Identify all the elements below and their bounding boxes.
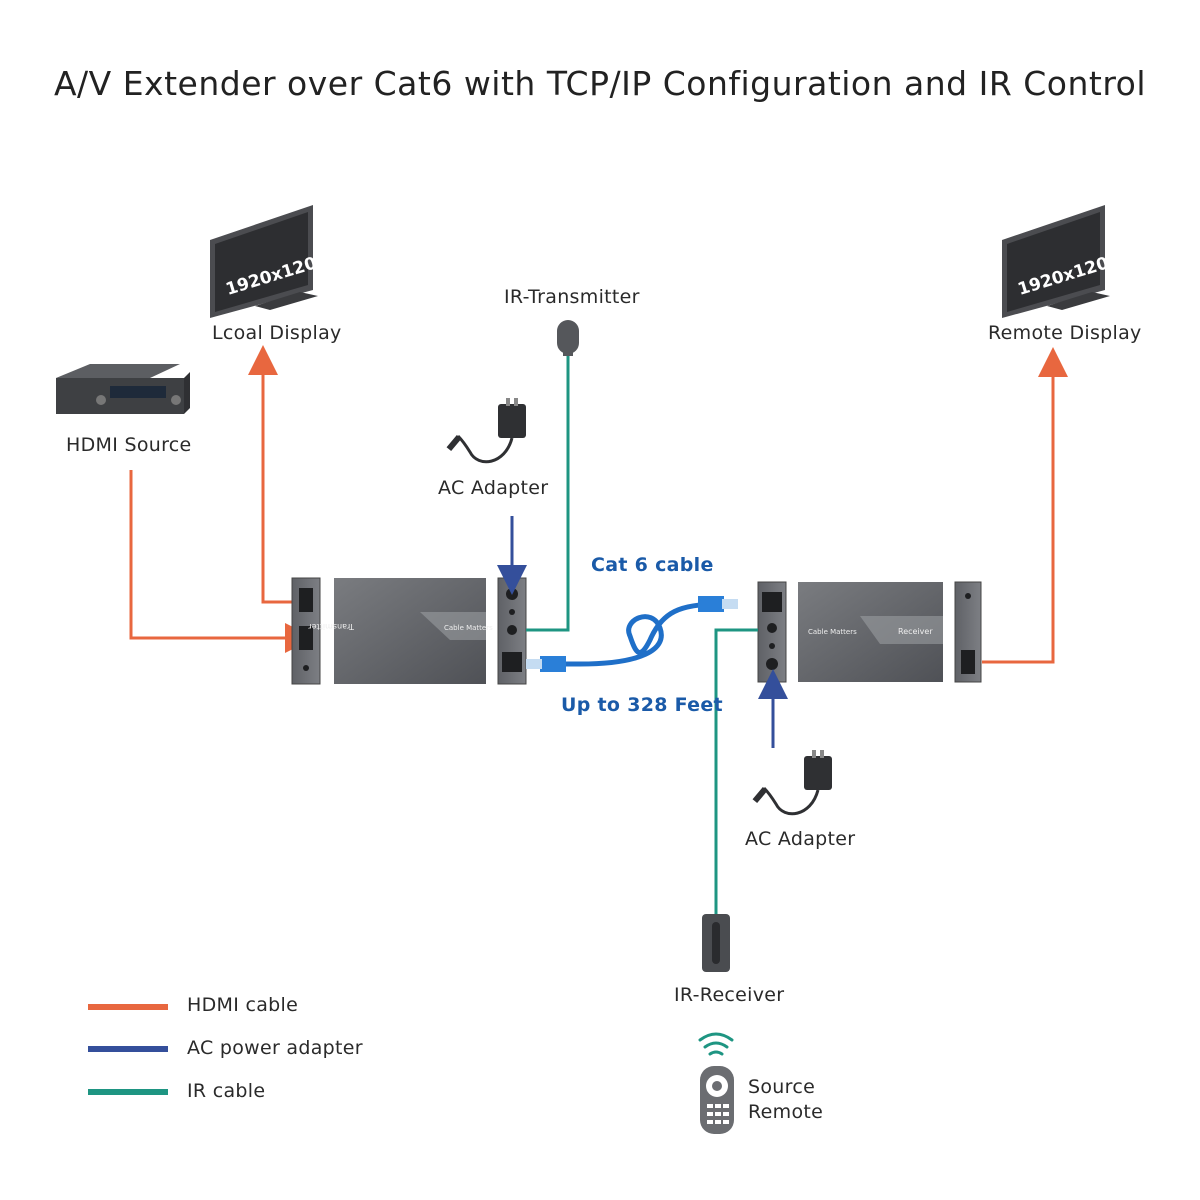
distance-label: Up to 328 Feet [561,694,723,716]
hdmi-source-icon [56,364,190,414]
ac-adapter-tx-label: AC Adapter [438,477,549,499]
ir-transmitter-label: IR-Transmitter [504,286,640,308]
legend-swatch-hdmi [88,1004,168,1010]
hdmi-cable-local-display [248,345,300,604]
ir-receiver-label: IR-Receiver [674,984,785,1006]
source-remote-label-line1: Source [748,1076,816,1098]
hdmi-cable-remote-display [982,347,1068,664]
ac-adapter-rx-icon [752,750,832,816]
remote-display-label: Remote Display [988,322,1142,344]
ir-receiver-icon [702,914,730,972]
ir-transmitter-icon [557,320,579,356]
ac-adapter-rx-label: AC Adapter [745,828,856,850]
hdmi-cable-lines [129,345,1068,664]
legend-swatch-ir [88,1089,168,1095]
ir-cable-receiver [714,628,758,914]
transmitter-unit [291,577,527,685]
cat6-cable [526,596,738,672]
receiver-brand: Cable Matters [808,628,857,636]
transmitter-label: Transmitter [308,622,355,631]
legend-swatches [88,1004,168,1095]
receiver-unit [757,581,982,683]
cat6-cable-label: Cat 6 cable [591,554,714,576]
transmitter-brand: Cable Matters [444,624,493,632]
hdmi-cable-source [129,470,315,653]
wifi-signal-icon [698,1032,734,1056]
receiver-label: Receiver [898,627,933,636]
hdmi-source-label: HDMI Source [66,434,192,456]
local-display-icon [210,205,318,318]
ir-cable-transmitter [526,356,570,632]
source-remote-icon [700,1066,734,1134]
legend-swatch-power [88,1046,168,1052]
legend-label-ir: IR cable [187,1080,266,1102]
legend-label-power: AC power adapter [187,1037,363,1059]
legend-label-hdmi: HDMI cable [187,994,299,1016]
diagram-title: A/V Extender over Cat6 with TCP/IP Confi… [53,64,1147,103]
source-remote-label-line2: Remote [748,1101,824,1123]
local-display-label: Lcoal Display [212,322,342,344]
remote-display-icon [1002,205,1110,318]
ac-adapter-tx-icon [446,398,526,464]
